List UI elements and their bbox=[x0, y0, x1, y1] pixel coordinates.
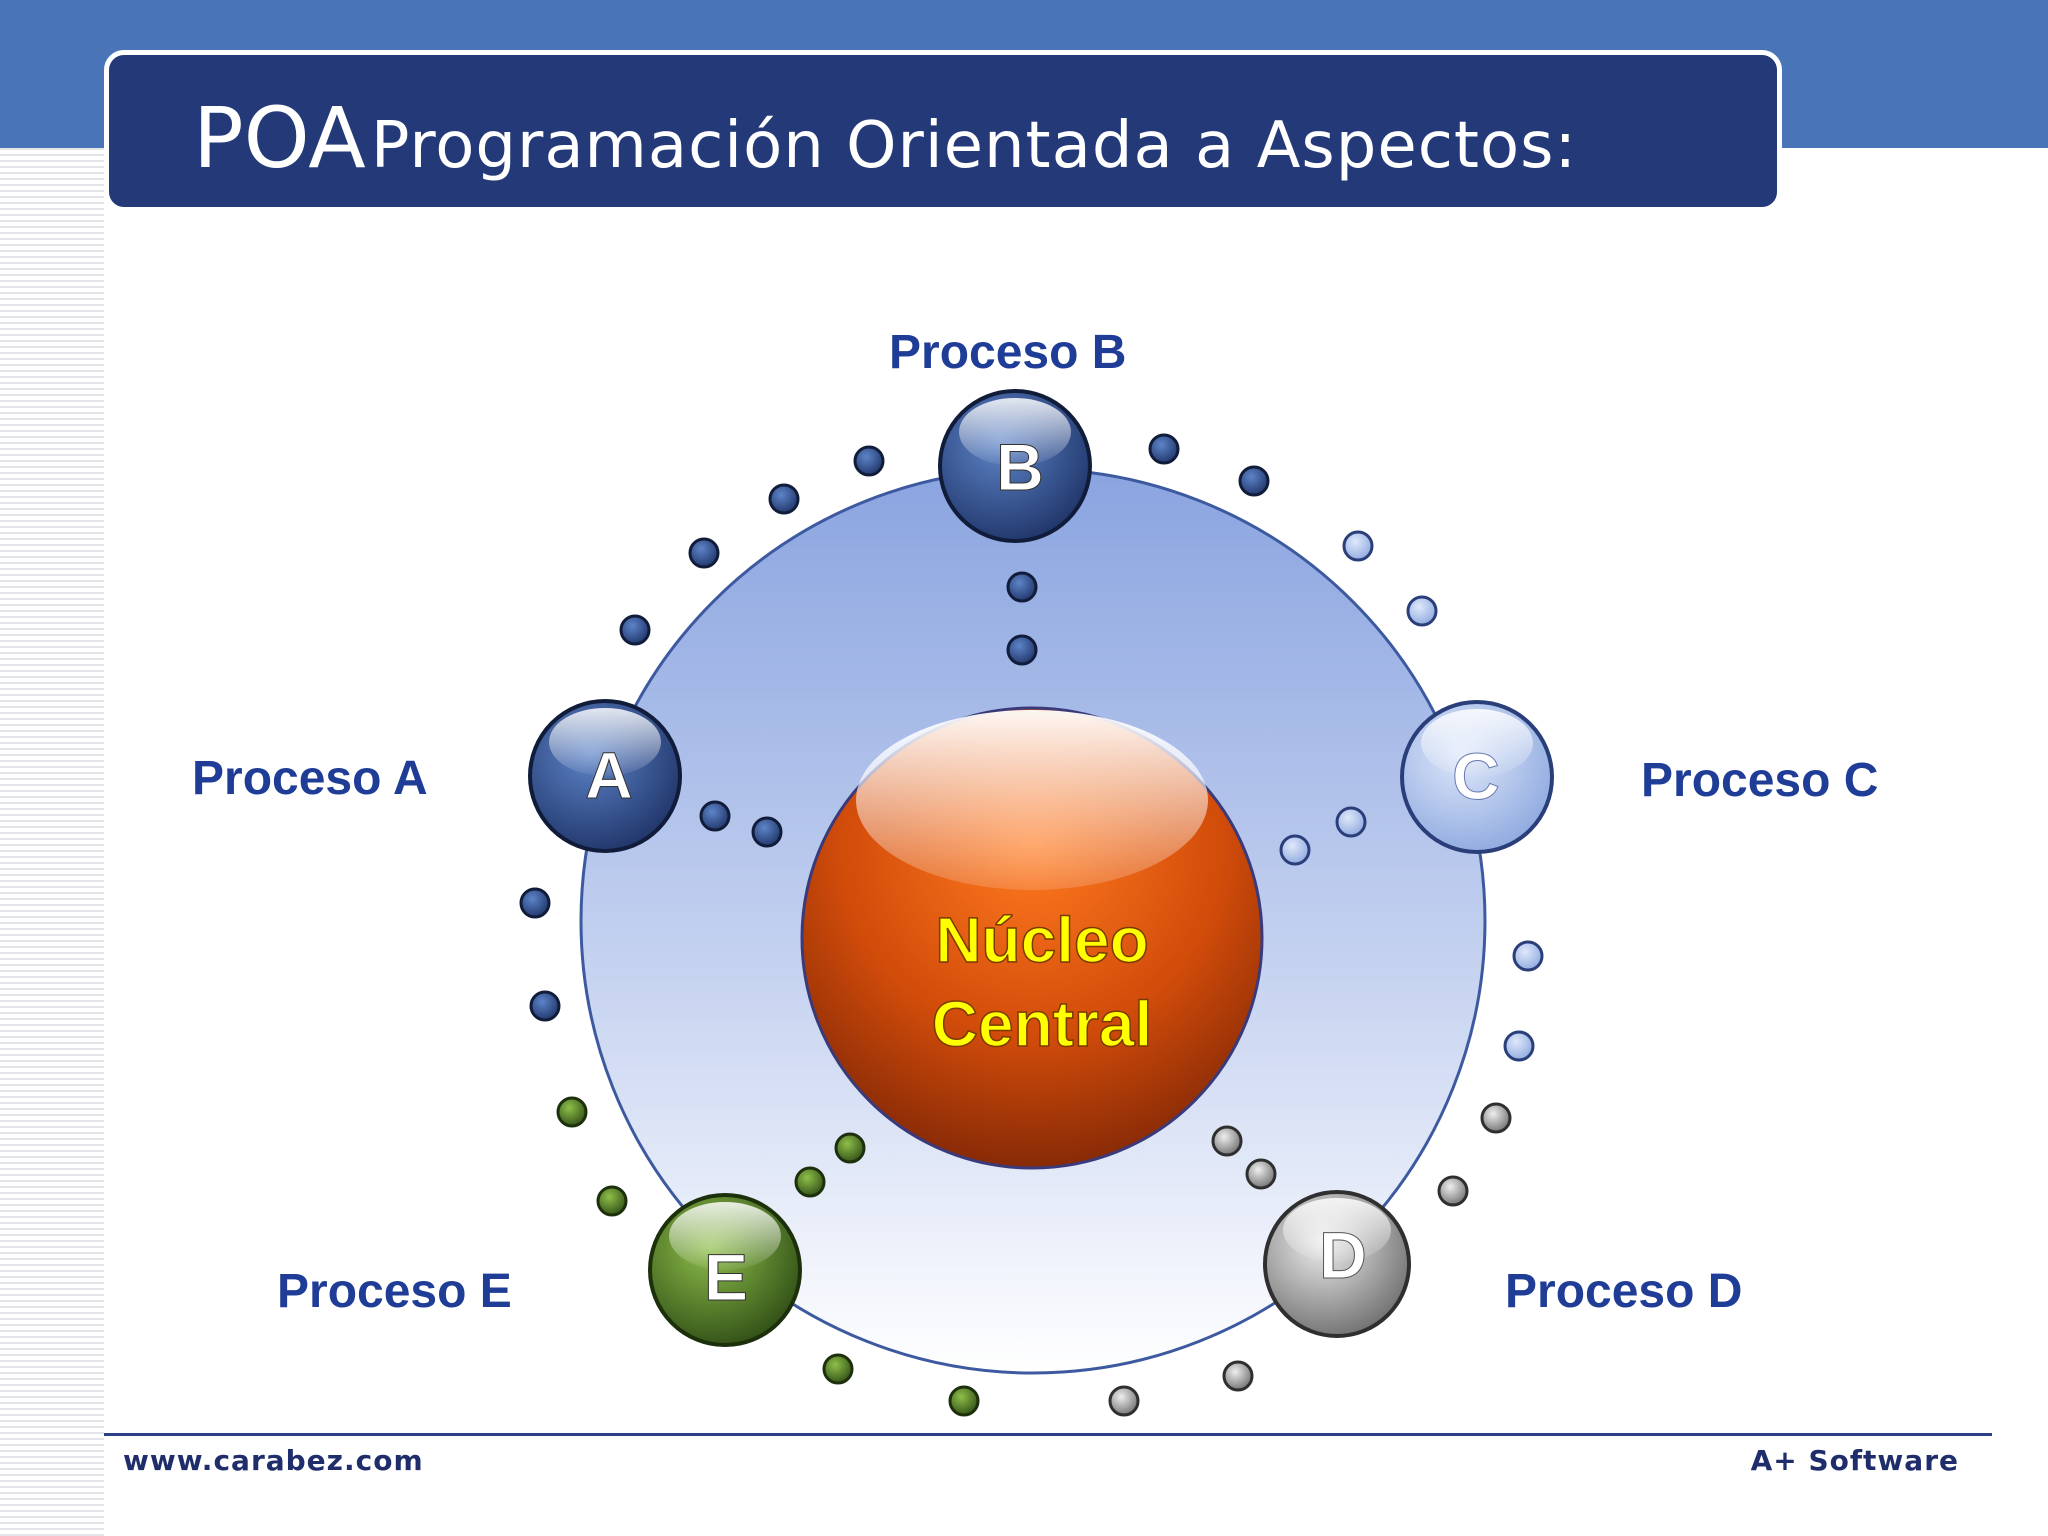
node-e-letter: E bbox=[704, 1240, 748, 1314]
footer-company: A+ Software bbox=[1750, 1444, 1959, 1477]
page-title: POA Programación Orientada a Aspectos: bbox=[193, 89, 1577, 187]
node-c-sphere: C bbox=[1400, 700, 1554, 854]
title-banner: POA Programación Orientada a Aspectos: bbox=[104, 50, 1782, 212]
node-c-letter: C bbox=[1452, 739, 1500, 813]
dot-trail-bc bbox=[1148, 433, 1438, 627]
dot-trail-core-d bbox=[1211, 1125, 1277, 1190]
node-d-letter: D bbox=[1319, 1218, 1367, 1292]
core-label-line2: Central bbox=[932, 988, 1153, 1060]
dot-trail-core-c bbox=[1279, 806, 1367, 866]
dot-trail-core-e bbox=[794, 1132, 866, 1198]
left-stripe-decoration bbox=[0, 148, 104, 1536]
label-proceso-d: Proceso D bbox=[1505, 1265, 1743, 1318]
dot-trail-ea bbox=[519, 887, 628, 1217]
footer-website: www.carabez.com bbox=[123, 1444, 424, 1477]
node-b-sphere: B bbox=[938, 389, 1092, 543]
node-e-sphere: E bbox=[648, 1193, 802, 1347]
title-acronym: POA bbox=[193, 89, 366, 187]
node-a-sphere: A bbox=[528, 699, 682, 853]
label-proceso-c: Proceso C bbox=[1641, 754, 1879, 807]
node-d-sphere: D bbox=[1263, 1190, 1411, 1338]
title-subtitle: Programación Orientada a Aspectos: bbox=[370, 109, 1578, 183]
dot-trail-de bbox=[822, 1353, 1254, 1417]
dot-trail-core-a bbox=[699, 800, 783, 848]
node-a-letter: A bbox=[585, 738, 633, 812]
dot-trail-ab bbox=[619, 445, 885, 646]
label-proceso-b: Proceso B bbox=[889, 326, 1127, 379]
label-proceso-e: Proceso E bbox=[277, 1265, 512, 1318]
node-b-letter: B bbox=[996, 430, 1044, 504]
dot-trail-cd bbox=[1437, 940, 1544, 1207]
core-label-line1: Núcleo bbox=[935, 904, 1148, 976]
dot-trail-core-b bbox=[1006, 571, 1038, 666]
footer-divider bbox=[104, 1433, 1992, 1436]
central-core-sphere: Núcleo Central bbox=[800, 706, 1264, 1170]
label-proceso-a: Proceso A bbox=[192, 752, 428, 805]
